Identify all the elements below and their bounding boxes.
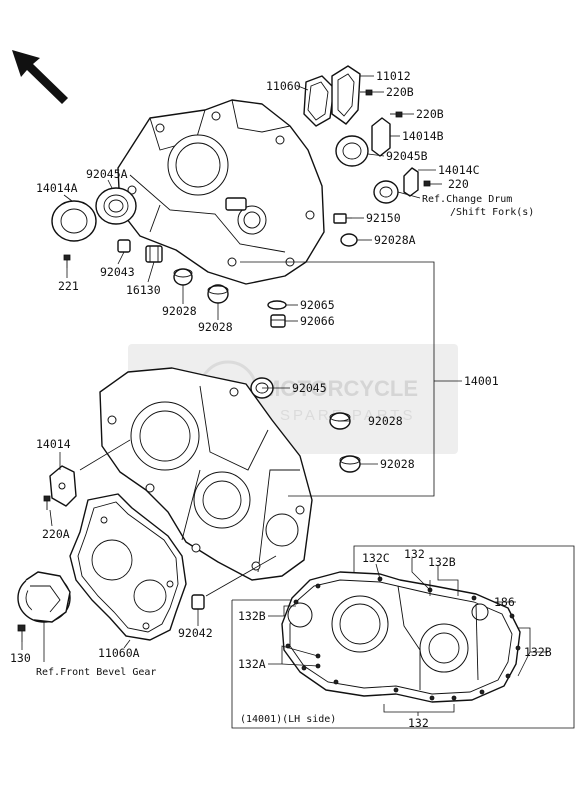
inset-lh-side: [231, 545, 575, 729]
inset-caption: (14001)(LH side): [240, 714, 336, 725]
label-14014c: 14014C: [438, 163, 480, 177]
bolt-220-icon: [423, 180, 431, 187]
inset-label-132b-right: 132B: [524, 645, 552, 659]
label-92045a: 92045A: [86, 167, 128, 181]
bolt-220a-icon: [43, 495, 51, 510]
cap-92028-d: [339, 455, 361, 473]
cover-11012: [331, 65, 361, 125]
plug-92028a: [340, 233, 358, 247]
label-14001: 14001: [464, 374, 499, 388]
inset-label-132-bottom: 132: [408, 716, 429, 730]
inset-label-132a: 132A: [238, 657, 266, 671]
cap-92028-b: [207, 284, 229, 304]
leader-lines: [21, 75, 442, 662]
label-92028-top-2: 92028: [198, 320, 233, 334]
label-11060a: 11060A: [98, 646, 140, 660]
label-92028-mid-2: 92028: [380, 457, 415, 471]
label-92028-mid-1: 92028: [368, 414, 403, 428]
inset-bolt-holes: [285, 576, 521, 701]
label-220a: 220A: [42, 527, 70, 541]
label-92028-top-1: 92028: [162, 304, 197, 318]
bolt-220b-lower-icon: [390, 111, 403, 118]
label-130: 130: [10, 651, 31, 665]
label-92042: 92042: [178, 626, 213, 640]
label-14014: 14014: [36, 437, 71, 451]
cap-92028-a: [173, 268, 193, 286]
inset-label-186: 186: [494, 595, 515, 609]
inset-label-132c: 132C: [362, 551, 390, 565]
crankcase-upper: [117, 99, 325, 285]
inset-label-132b-left: 132B: [238, 609, 266, 623]
bolt-220b-upper-icon: [360, 89, 373, 96]
front-direction-arrow-icon: [12, 50, 68, 104]
label-92066: 92066: [300, 314, 335, 328]
label-ref-front-bevel-gear: Ref.Front Bevel Gear: [36, 667, 156, 678]
label-220b-lower: 220B: [416, 107, 444, 121]
watermark-brand: MOTORCYCLE: [262, 376, 418, 401]
bearing-92045a: [95, 187, 137, 225]
fitting-16130: [145, 245, 163, 263]
front-bevel-gear-housing: [17, 571, 71, 623]
label-16130: 16130: [126, 283, 161, 297]
cover-plate-14014: [49, 465, 77, 507]
label-92043: 92043: [100, 265, 135, 279]
label-92065: 92065: [300, 298, 335, 312]
inset-label-132-top: 132: [404, 547, 425, 561]
plate-14014a: [51, 200, 97, 242]
label-ref-change-drum: Ref.Change Drum: [422, 194, 512, 205]
seal-ref-change-drum: [373, 180, 399, 204]
plate-14014c: [403, 167, 419, 197]
label-221: 221: [58, 279, 79, 293]
plug-92150: [333, 213, 352, 224]
label-92028a: 92028A: [374, 233, 416, 247]
pin-92042: [191, 594, 205, 610]
inset-label-132b-top: 132B: [428, 555, 456, 569]
label-11012: 11012: [376, 69, 411, 83]
label-14014b: 14014B: [402, 129, 444, 143]
plate-14014b: [371, 117, 391, 157]
bolt-130-icon: [17, 624, 26, 642]
label-ref-shift-fork: /Shift Fork(s): [450, 207, 534, 218]
gasket-11060: [303, 75, 335, 127]
part-labels: 11060 11012 220B 220B 14014B 92045B 1401…: [10, 69, 552, 730]
washer-92065: [267, 300, 287, 310]
label-92150: 92150: [366, 211, 401, 225]
label-220: 220: [448, 177, 469, 191]
label-14014a: 14014A: [36, 181, 78, 195]
bracket-14001: [240, 261, 462, 497]
pin-92043: [117, 239, 131, 253]
plug-92066: [270, 314, 286, 328]
screw-221-icon: [63, 254, 71, 268]
label-220b-upper: 220B: [386, 85, 414, 99]
label-11060: 11060: [266, 79, 301, 93]
gasket-11060a: [69, 493, 187, 641]
crankcase-lower: [99, 367, 313, 581]
bearing-92045b: [335, 135, 369, 167]
label-92045: 92045: [292, 381, 327, 395]
label-92045b: 92045B: [386, 149, 428, 163]
